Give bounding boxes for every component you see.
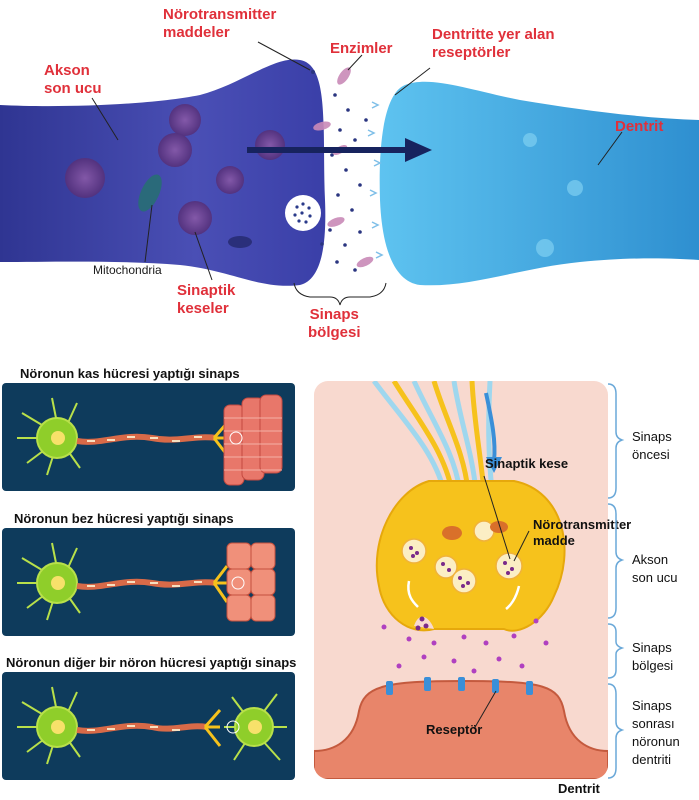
label-axon-terminal: Akson son ucu — [44, 62, 102, 98]
label-dendrite: Dentrit — [615, 118, 663, 136]
neuron-body — [17, 398, 80, 475]
label-synapse-region: Sinaps bölgesi — [308, 306, 361, 342]
label-synaptic-vesicle: Sinaptik kese — [485, 456, 568, 472]
bracket-label-axon-terminal: Akson son ucu — [632, 551, 678, 587]
label-receptor: Reseptör — [426, 722, 482, 738]
label-enzymes: Enzimler — [330, 40, 393, 58]
label-neurotransmitters: Nörotransmitter maddeler — [163, 6, 276, 42]
panel-gland-synapse — [2, 528, 295, 636]
bracket-label-presynaptic: Sinaps öncesi — [632, 428, 672, 464]
panel-neuron-synapse — [2, 672, 295, 780]
mitochondrion — [228, 236, 252, 248]
label-dendrite-bottom: Dentrit — [558, 781, 600, 797]
bracket-label-postsynaptic: Sinaps sonrası nöronun dentriti — [632, 697, 680, 769]
panel-muscle-synapse — [2, 383, 295, 491]
label-synaptic-vesicles: Sinaptik keseler — [177, 282, 235, 318]
panel-title-gland: Nöronun bez hücresi yaptığı sinaps — [14, 511, 234, 526]
detail-synapse-diagram — [314, 381, 608, 779]
region-brackets — [606, 380, 628, 780]
panel-title-muscle: Nöronun kas hücresi yaptığı sinaps — [20, 366, 240, 381]
label-receptors: Dentritte yer alan reseptörler — [432, 26, 555, 62]
label-mitochondria: Mitochondria — [93, 263, 162, 277]
gland-cells — [227, 543, 275, 621]
bracket-label-synapse-region: Sinaps bölgesi — [632, 639, 673, 675]
panel-title-neuron: Nöronun diğer bir nöron hücresi yaptığı … — [6, 655, 296, 670]
muscle-fibers — [224, 395, 282, 485]
